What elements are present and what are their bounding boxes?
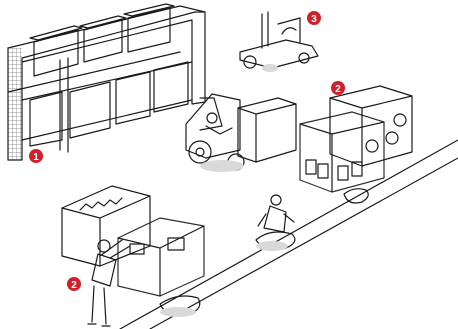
worker-loading [88,240,130,326]
forklift-small [240,12,318,72]
marker-3: 3 [307,11,321,25]
rack-crates-bottom [30,62,188,146]
marker-2-lower: 2 [67,277,81,291]
rack-crates-top [30,4,174,76]
cage-contents [80,198,184,254]
svg-text:1: 1 [33,152,39,163]
marker-2-upper: 2 [331,81,345,95]
storage-rack [8,4,205,160]
worker-conveyor [256,195,295,251]
wire-cage-group-left [62,186,204,317]
forklift-large [186,94,296,172]
wire-cage-group-right [300,86,412,203]
svg-text:2: 2 [335,84,341,95]
cage-parts-bins [306,114,406,180]
svg-text:2: 2 [71,280,77,291]
marker-1: 1 [29,149,43,163]
conveyor-track [120,140,458,329]
forklift-crate [238,98,296,162]
svg-text:3: 3 [311,14,317,25]
